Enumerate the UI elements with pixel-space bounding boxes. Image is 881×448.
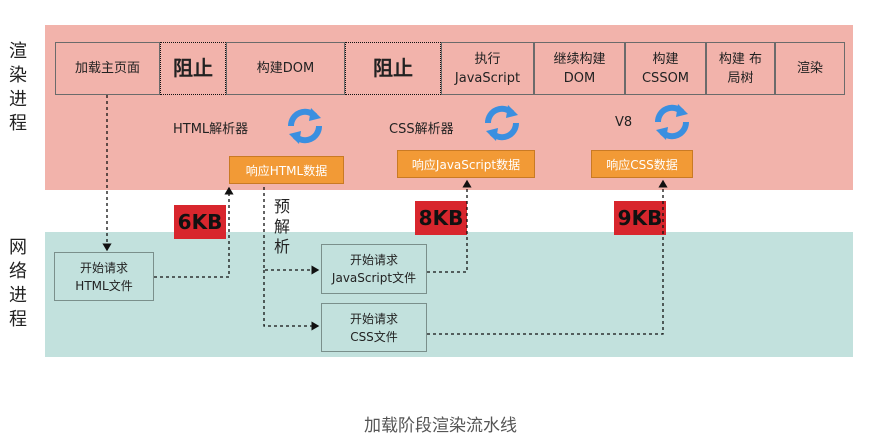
refresh-icon — [484, 105, 520, 141]
v8-label: V8 — [615, 115, 633, 130]
network-process-band — [45, 232, 853, 357]
preparse-label: 预解析 — [273, 197, 290, 256]
network-process-label: 网络 进程 — [9, 237, 27, 330]
request-javascript-file: 开始请求 JavaScript文件 — [321, 244, 427, 294]
stage-load-main-page: 加载主页面 — [55, 42, 160, 95]
request-html-file: 开始请求 HTML文件 — [54, 252, 154, 301]
render-process-label: 渲染 进程 — [9, 41, 27, 134]
size-badge-javascript: 8KB — [415, 201, 467, 235]
diagram-caption: 加载阶段渲染流水线 — [364, 416, 517, 436]
html-parser-label: HTML解析器 — [173, 122, 249, 137]
stage-build-cssom: 构建 CSSOM — [625, 42, 706, 95]
size-badge-html: 6KB — [174, 205, 226, 239]
stage-block-1: 阻止 — [160, 42, 226, 95]
size-badge-css: 9KB — [614, 201, 666, 235]
stage-execute-javascript: 执行 JavaScript — [441, 42, 534, 95]
stage-render: 渲染 — [775, 42, 845, 95]
response-css-data: 响应CSS数据 — [591, 150, 693, 178]
refresh-icon — [287, 108, 323, 144]
stage-continue-build-dom: 继续构建 DOM — [534, 42, 625, 95]
css-parser-label: CSS解析器 — [389, 122, 454, 137]
refresh-icon — [654, 104, 690, 140]
response-javascript-data: 响应JavaScript数据 — [397, 150, 535, 178]
stage-build-dom: 构建DOM — [226, 42, 345, 95]
request-css-file: 开始请求 CSS文件 — [321, 303, 427, 352]
response-html-data: 响应HTML数据 — [229, 156, 344, 184]
stage-block-2: 阻止 — [345, 42, 441, 95]
stage-build-layout-tree: 构建 布局树 — [706, 42, 775, 95]
